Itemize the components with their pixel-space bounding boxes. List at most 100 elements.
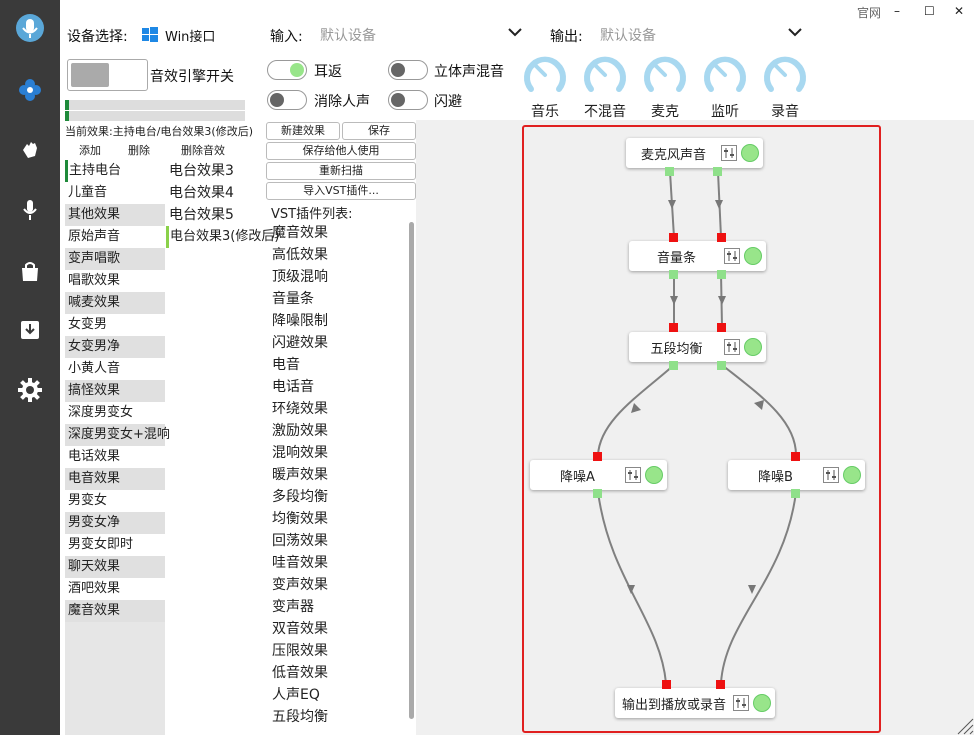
minimize-button[interactable]: – xyxy=(894,4,900,18)
output-port[interactable] xyxy=(593,489,602,498)
output-port[interactable] xyxy=(669,361,678,370)
node-volume[interactable]: 音量条 xyxy=(629,241,766,271)
enable-indicator[interactable] xyxy=(843,466,861,484)
category-item[interactable]: 深度男变女+混响 xyxy=(65,424,170,446)
input-port[interactable] xyxy=(662,680,671,689)
save-button[interactable]: 保存 xyxy=(342,122,416,140)
stereo-mix-toggle[interactable] xyxy=(388,60,428,80)
vst-item[interactable]: 人声EQ xyxy=(272,687,320,703)
vst-item[interactable]: 降噪限制 xyxy=(272,313,328,329)
category-item[interactable]: 男变女净 xyxy=(65,512,165,534)
vocal-remove-toggle[interactable] xyxy=(267,90,307,110)
vst-item[interactable]: 回荡效果 xyxy=(272,533,328,549)
category-item[interactable]: 电话效果 xyxy=(65,446,165,468)
input-port[interactable] xyxy=(717,233,726,242)
eq-settings-icon[interactable] xyxy=(724,248,740,264)
input-chevron-down-icon[interactable] xyxy=(507,26,523,40)
enable-indicator[interactable] xyxy=(645,466,663,484)
output-select[interactable]: 默认设备 xyxy=(600,28,656,44)
vst-scrollbar[interactable] xyxy=(409,222,414,719)
resize-grip-icon[interactable] xyxy=(956,717,974,735)
output-port[interactable] xyxy=(717,270,726,279)
vst-item[interactable]: 顶级混响 xyxy=(272,269,328,285)
output-port[interactable] xyxy=(713,167,722,176)
input-port[interactable] xyxy=(669,233,678,242)
close-button[interactable]: ✕ xyxy=(954,4,965,18)
enable-indicator[interactable] xyxy=(744,247,762,265)
monitor-toggle[interactable] xyxy=(267,60,307,80)
gear-icon[interactable] xyxy=(14,374,46,406)
category-item[interactable]: 聊天效果 xyxy=(65,556,165,578)
category-item[interactable]: 搞怪效果 xyxy=(65,380,165,402)
eq-settings-icon[interactable] xyxy=(625,467,641,483)
category-item[interactable]: 主持电台 xyxy=(65,160,165,182)
node-nr-a[interactable]: 降噪A xyxy=(530,460,667,490)
input-select[interactable]: 默认设备 xyxy=(320,28,376,44)
vst-item[interactable]: 电话音 xyxy=(272,379,314,395)
volume-knob[interactable] xyxy=(582,52,628,98)
vst-item[interactable]: 双音效果 xyxy=(272,621,328,637)
ducking-toggle[interactable] xyxy=(388,90,428,110)
engine-switch[interactable] xyxy=(67,59,148,91)
category-item[interactable]: 唱歌效果 xyxy=(65,270,165,292)
output-port[interactable] xyxy=(791,489,800,498)
vst-item[interactable]: 低音效果 xyxy=(272,665,328,681)
eq-settings-icon[interactable] xyxy=(823,467,839,483)
enable-indicator[interactable] xyxy=(744,338,762,356)
vst-item[interactable]: 高低效果 xyxy=(272,247,328,263)
vst-item[interactable]: 环绕效果 xyxy=(272,401,328,417)
category-item[interactable]: 儿童音 xyxy=(65,182,165,204)
import-vst-button[interactable]: 导入VST插件... xyxy=(266,182,416,200)
eq-settings-icon[interactable] xyxy=(721,145,737,161)
flower-icon[interactable] xyxy=(14,74,46,106)
vst-item[interactable]: 均衡效果 xyxy=(272,511,328,527)
vst-item[interactable]: 闪避效果 xyxy=(272,335,328,351)
output-port[interactable] xyxy=(669,270,678,279)
volume-knob[interactable] xyxy=(642,52,688,98)
enable-indicator[interactable] xyxy=(741,144,759,162)
eq-settings-icon[interactable] xyxy=(724,339,740,355)
vst-item[interactable]: 音量条 xyxy=(272,291,314,307)
vst-item[interactable]: 变声效果 xyxy=(272,577,328,593)
vst-item[interactable]: 五段均衡 xyxy=(272,709,328,725)
download-icon[interactable] xyxy=(14,314,46,346)
input-port[interactable] xyxy=(717,323,726,332)
category-item[interactable]: 男变女即时 xyxy=(65,534,165,556)
input-port[interactable] xyxy=(669,323,678,332)
maximize-button[interactable]: ☐ xyxy=(924,4,935,18)
add-button[interactable]: 添加 xyxy=(79,144,101,157)
vst-item[interactable]: 暖声效果 xyxy=(272,467,328,483)
delete-effect-button[interactable]: 删除音效 xyxy=(181,144,225,157)
vst-item[interactable]: 魔音效果 xyxy=(272,225,328,241)
category-item[interactable]: 女变男 xyxy=(65,314,165,336)
vst-item[interactable]: 哇音效果 xyxy=(272,555,328,571)
mic-logo-icon[interactable] xyxy=(14,12,46,44)
input-port[interactable] xyxy=(791,452,800,461)
output-port[interactable] xyxy=(717,361,726,370)
output-port[interactable] xyxy=(665,167,674,176)
official-link[interactable]: 官网 xyxy=(857,6,882,20)
volume-knob[interactable] xyxy=(762,52,808,98)
vst-item[interactable]: 激励效果 xyxy=(272,423,328,439)
preset-item[interactable]: 电台效果3(修改后) xyxy=(166,226,279,248)
input-port[interactable] xyxy=(593,452,602,461)
hand-icon[interactable] xyxy=(14,134,46,166)
preset-item[interactable]: 电台效果3 xyxy=(169,163,234,179)
vst-item[interactable]: 电音 xyxy=(272,357,300,373)
category-item[interactable]: 其他效果 xyxy=(65,204,165,226)
category-item[interactable]: 男变女 xyxy=(65,490,165,512)
category-item[interactable]: 电音效果 xyxy=(65,468,165,490)
volume-knob[interactable] xyxy=(702,52,748,98)
volume-knob[interactable] xyxy=(522,52,568,98)
vst-item[interactable]: 压限效果 xyxy=(272,643,328,659)
node-mic[interactable]: 麦克风声音 xyxy=(626,138,763,168)
category-item[interactable]: 喊麦效果 xyxy=(65,292,165,314)
device-select[interactable]: Win接口 xyxy=(165,30,216,45)
category-item[interactable]: 魔音效果 xyxy=(65,600,165,622)
preset-item[interactable]: 电台效果5 xyxy=(169,207,234,223)
vst-item[interactable]: 变声器 xyxy=(272,599,314,615)
category-item[interactable]: 小黄人音 xyxy=(65,358,165,380)
preset-item[interactable]: 电台效果4 xyxy=(169,185,234,201)
category-item[interactable]: 深度男变女 xyxy=(65,402,165,424)
enable-indicator[interactable] xyxy=(753,694,771,712)
